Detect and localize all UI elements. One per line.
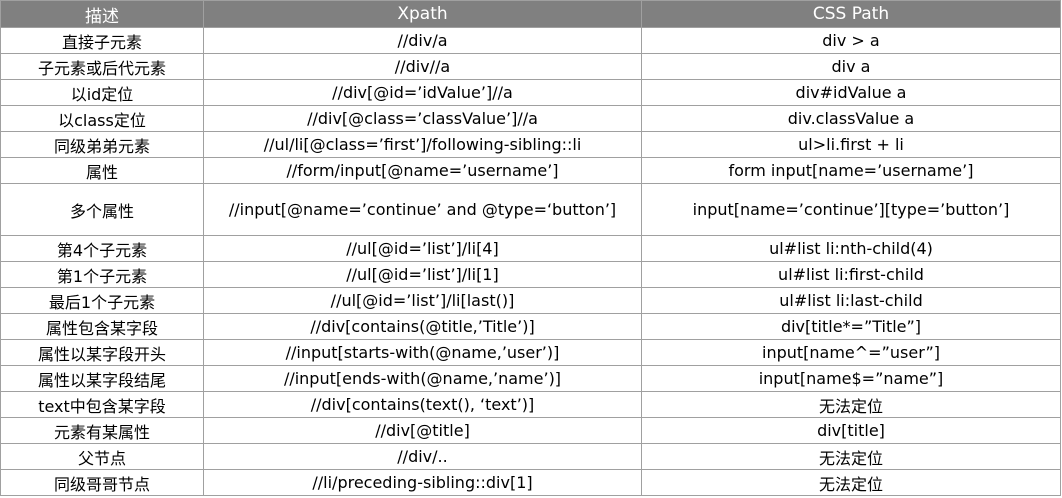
description-cell: 以class定位 — [0, 105, 204, 132]
xpath-cell: //form/input[@name=’username’] — [203, 157, 642, 184]
table-row: 多个属性 //input[@name=’continue’ and @type=… — [0, 183, 1061, 236]
css-path-cell: div[title] — [641, 417, 1061, 444]
description-cell: 直接子元素 — [0, 27, 204, 54]
table-row: 元素有某属性 //div[@title] div[title] — [0, 417, 1061, 444]
xpath-cell: //div[@class=’classValue’]//a — [203, 105, 642, 132]
css-path-cell: ul#list li:nth-child(4) — [641, 235, 1061, 262]
css-path-cell: 无法定位 — [641, 469, 1061, 496]
table-row: 属性以某字段结尾 //input[ends-with(@name,’name’)… — [0, 365, 1061, 392]
header-description: 描述 — [0, 0, 204, 28]
xpath-cell: //div/a — [203, 27, 642, 54]
description-cell: 属性 — [0, 157, 204, 184]
xpath-cell: //li/preceding-sibling::div[1] — [203, 469, 642, 496]
description-cell: 第4个子元素 — [0, 235, 204, 262]
table-row: 以id定位 //div[@id=’idValue’]//a div#idValu… — [0, 79, 1061, 106]
table-row: text中包含某字段 //div[contains(text(), ‘text’… — [0, 391, 1061, 418]
table-row: 同级弟弟元素 //ul/li[@class=’first’]/following… — [0, 131, 1061, 158]
css-path-cell: input[name=’continue’][type=’button’] — [641, 183, 1061, 236]
table-row: 同级哥哥节点 //li/preceding-sibling::div[1] 无法… — [0, 469, 1061, 496]
description-cell: 子元素或后代元素 — [0, 53, 204, 80]
description-cell: 元素有某属性 — [0, 417, 204, 444]
css-path-cell: div a — [641, 53, 1061, 80]
description-cell: 属性以某字段结尾 — [0, 365, 204, 392]
table-row: 第4个子元素 //ul[@id=’list’]/li[4] ul#list li… — [0, 235, 1061, 262]
xpath-cell: //div[@title] — [203, 417, 642, 444]
description-cell: 同级哥哥节点 — [0, 469, 204, 496]
css-path-cell: div > a — [641, 27, 1061, 54]
xpath-cell: //ul[@id=’list’]/li[1] — [203, 261, 642, 288]
description-cell: 以id定位 — [0, 79, 204, 106]
xpath-cell: //input[starts-with(@name,’user’)] — [203, 339, 642, 366]
table-row: 最后1个子元素 //ul[@id=’list’]/li[last()] ul#l… — [0, 287, 1061, 314]
description-cell: 多个属性 — [0, 183, 204, 236]
css-path-cell: div.classValue a — [641, 105, 1061, 132]
table-row: 属性 //form/input[@name=’username’] form i… — [0, 157, 1061, 184]
header-css-path: CSS Path — [641, 0, 1061, 28]
xpath-cell: //ul[@id=’list’]/li[4] — [203, 235, 642, 262]
description-cell: 第1个子元素 — [0, 261, 204, 288]
xpath-cell: //div[contains(@title,’Title’)] — [203, 313, 642, 340]
css-path-cell: div[title*=”Title”] — [641, 313, 1061, 340]
xpath-cell: //div/.. — [203, 443, 642, 470]
xpath-cell: //div[@id=’idValue’]//a — [203, 79, 642, 106]
description-cell: 最后1个子元素 — [0, 287, 204, 314]
table-row: 属性包含某字段 //div[contains(@title,’Title’)] … — [0, 313, 1061, 340]
table-row: 第1个子元素 //ul[@id=’list’]/li[1] ul#list li… — [0, 261, 1061, 288]
css-path-cell: form input[name=’username’] — [641, 157, 1061, 184]
description-cell: 父节点 — [0, 443, 204, 470]
css-path-cell: 无法定位 — [641, 391, 1061, 418]
xpath-cell: //input[@name=’continue’ and @type=‘butt… — [203, 183, 642, 236]
description-cell: 同级弟弟元素 — [0, 131, 204, 158]
xpath-cell: //div//a — [203, 53, 642, 80]
header-xpath: Xpath — [203, 0, 642, 28]
table-row: 属性以某字段开头 //input[starts-with(@name,’user… — [0, 339, 1061, 366]
css-path-cell: ul#list li:first-child — [641, 261, 1061, 288]
table-row: 父节点 //div/.. 无法定位 — [0, 443, 1061, 470]
css-path-cell: 无法定位 — [641, 443, 1061, 470]
table-row: 以class定位 //div[@class=’classValue’]//a d… — [0, 105, 1061, 132]
xpath-cell: //input[ends-with(@name,’name’)] — [203, 365, 642, 392]
description-cell: text中包含某字段 — [0, 391, 204, 418]
table-header: 描述 Xpath CSS Path — [0, 0, 1061, 28]
css-path-cell: ul#list li:last-child — [641, 287, 1061, 314]
xpath-cell: //ul[@id=’list’]/li[last()] — [203, 287, 642, 314]
description-cell: 属性包含某字段 — [0, 313, 204, 340]
css-path-cell: input[name$=”name”] — [641, 365, 1061, 392]
table-row: 直接子元素 //div/a div > a — [0, 27, 1061, 54]
table-body: 直接子元素 //div/a div > a 子元素或后代元素 //div//a … — [0, 27, 1061, 496]
description-cell: 属性以某字段开头 — [0, 339, 204, 366]
table-row: 子元素或后代元素 //div//a div a — [0, 53, 1061, 80]
css-path-cell: div#idValue a — [641, 79, 1061, 106]
css-path-cell: input[name^=”user”] — [641, 339, 1061, 366]
xpath-cell: //div[contains(text(), ‘text’)] — [203, 391, 642, 418]
css-path-cell: ul>li.first + li — [641, 131, 1061, 158]
header-row: 描述 Xpath CSS Path — [0, 0, 1061, 28]
xpath-cell: //ul/li[@class=’first’]/following-siblin… — [203, 131, 642, 158]
